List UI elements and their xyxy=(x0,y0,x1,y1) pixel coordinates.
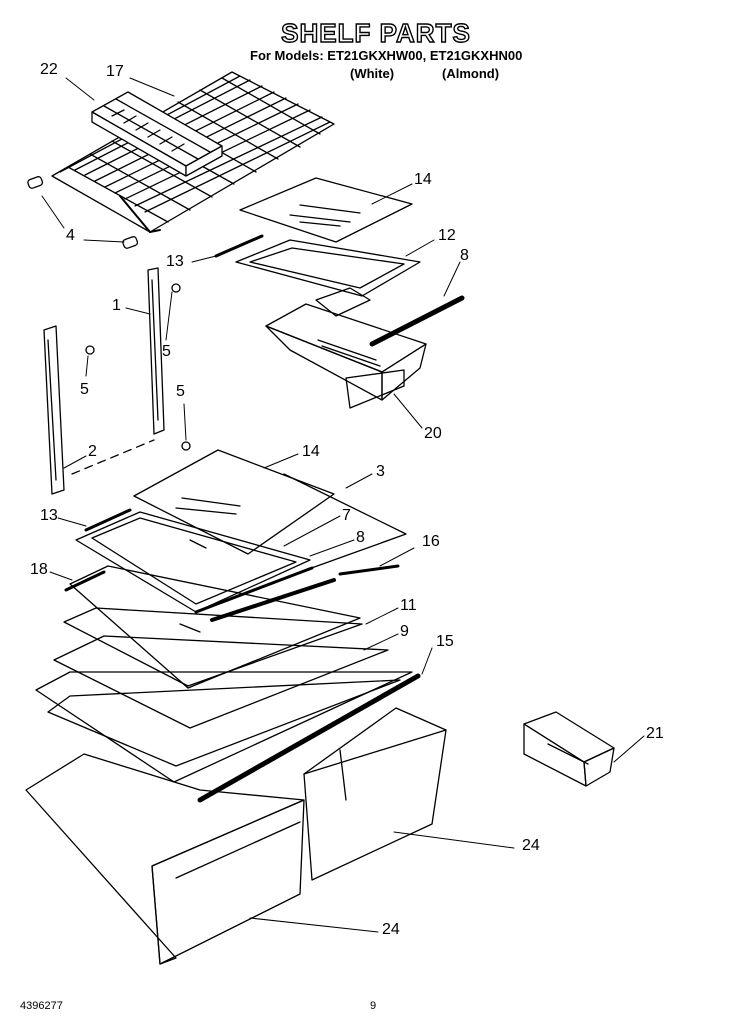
crisper-cover-glass xyxy=(53,635,389,729)
callout-8-upper: 8 xyxy=(460,247,469,264)
ice-tray xyxy=(91,91,223,177)
lower-shelf xyxy=(63,564,400,689)
upper-shelf-frame xyxy=(214,234,465,347)
crisper-cover-frame xyxy=(35,671,421,803)
page-number: 9 xyxy=(370,1000,377,1012)
callout-4: 4 xyxy=(66,227,75,244)
callout-13-upper: 13 xyxy=(166,253,184,270)
deli-drawer xyxy=(265,287,427,409)
crisper-drawer-right xyxy=(303,707,447,881)
variant-white: (White) xyxy=(350,66,395,81)
callout-5-right: 5 xyxy=(162,343,171,360)
callout-14-upper: 14 xyxy=(414,171,432,188)
page-title: SHELF PARTS xyxy=(280,17,471,48)
document-code: 4396277 xyxy=(20,1000,63,1012)
callout-8-middle: 8 xyxy=(356,529,365,546)
callout-18: 18 xyxy=(30,561,48,578)
variant-almond: (Almond) xyxy=(442,66,500,81)
shelf-ladder-left xyxy=(43,325,65,495)
middle-shelf-frame xyxy=(75,508,336,622)
middle-shelf-3 xyxy=(283,473,407,571)
callout-5-lower: 5 xyxy=(176,383,185,400)
callout-12: 12 xyxy=(438,227,456,244)
models-line: For Models: ET21GKXHW00, ET21GKXHN00 xyxy=(250,48,523,63)
callout-14-middle: 14 xyxy=(302,443,320,460)
callout-7: 7 xyxy=(342,507,351,524)
crisper-drawer-left xyxy=(25,753,305,965)
upper-glass-shelf xyxy=(239,177,413,243)
callout-20: 20 xyxy=(424,425,442,442)
callout-22: 22 xyxy=(40,61,58,78)
leader-lines xyxy=(41,77,645,933)
callout-1: 1 xyxy=(112,297,121,314)
callout-2: 2 xyxy=(88,443,97,460)
ladder-alignment-line xyxy=(71,439,155,475)
callout-24-left: 24 xyxy=(382,921,400,938)
callout-11: 11 xyxy=(400,597,417,614)
shelf-end-caps xyxy=(27,176,139,249)
middle-glass-shelf xyxy=(133,449,335,555)
dairy-bin xyxy=(523,711,615,787)
callout-3: 3 xyxy=(376,463,385,480)
callout-17: 17 xyxy=(106,63,124,80)
callout-16: 16 xyxy=(422,533,440,550)
callout-21: 21 xyxy=(646,725,664,742)
callout-13-middle: 13 xyxy=(40,507,58,524)
screws xyxy=(85,283,191,451)
callout-9: 9 xyxy=(400,623,409,640)
callout-15: 15 xyxy=(436,633,454,650)
callout-5-left: 5 xyxy=(80,381,89,398)
shelf-ladder-right xyxy=(147,267,165,435)
callout-24-right: 24 xyxy=(522,837,540,854)
